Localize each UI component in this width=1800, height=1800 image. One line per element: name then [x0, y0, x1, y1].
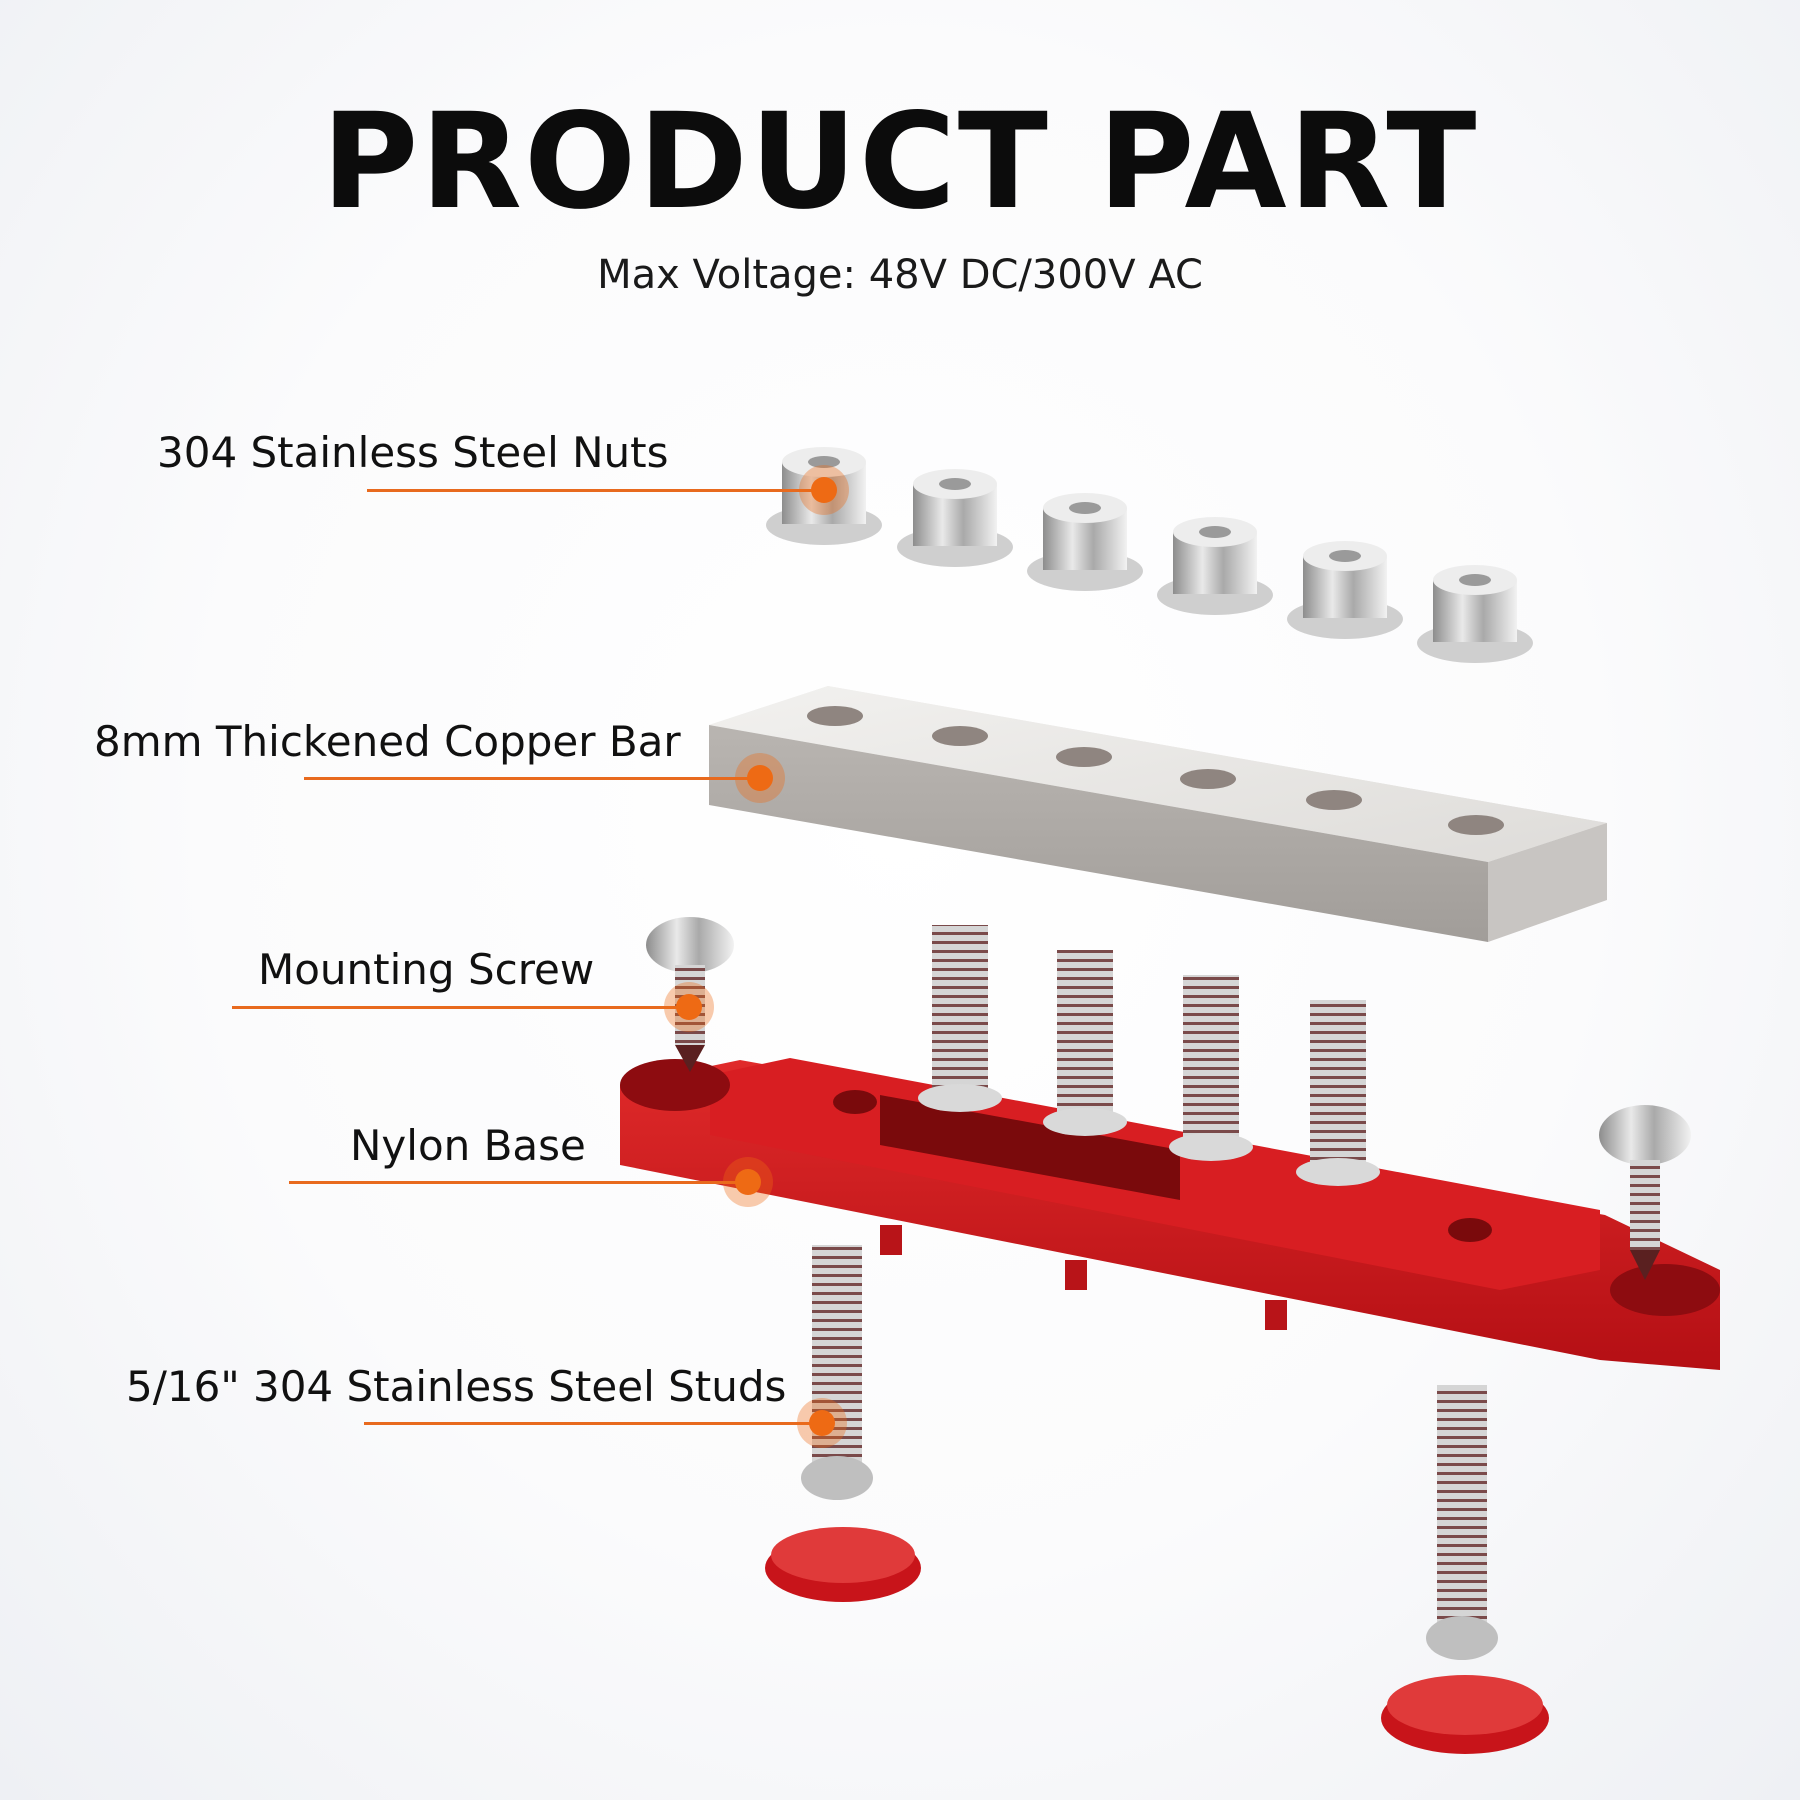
callout-label-mounting-screw: Mounting Screw — [258, 945, 595, 994]
callout-line-mounting-screw — [232, 1006, 689, 1009]
nuts-group — [766, 447, 1533, 663]
upper-studs — [918, 925, 1380, 1186]
page-title: PRODUCT PART — [321, 85, 1479, 239]
stud-caps — [765, 1527, 1549, 1754]
callout-label-nylon-base: Nylon Base — [350, 1121, 586, 1170]
callout-line-nylon-base — [289, 1181, 748, 1184]
callout-dot-copper-bar-icon — [747, 765, 773, 791]
callout-line-studs — [364, 1422, 822, 1425]
callout-dot-mounting-screw-icon — [676, 994, 702, 1020]
callout-dot-nylon-base-icon — [735, 1169, 761, 1195]
nylon-base — [620, 1058, 1720, 1370]
mounting-screws — [646, 917, 1691, 1280]
voltage-subtitle: Max Voltage: 48V DC/300V AC — [597, 252, 1203, 298]
callout-label-studs: 5/16" 304 Stainless Steel Studs — [126, 1362, 787, 1411]
callout-dot-nuts-icon — [811, 477, 837, 503]
copper-bar — [709, 686, 1607, 942]
callout-label-nuts: 304 Stainless Steel Nuts — [157, 428, 669, 477]
lower-studs — [801, 1245, 1498, 1660]
callout-line-copper-bar — [304, 777, 760, 780]
callout-line-nuts — [367, 489, 824, 492]
callout-label-copper-bar: 8mm Thickened Copper Bar — [94, 717, 681, 766]
callout-dot-studs-icon — [809, 1410, 835, 1436]
